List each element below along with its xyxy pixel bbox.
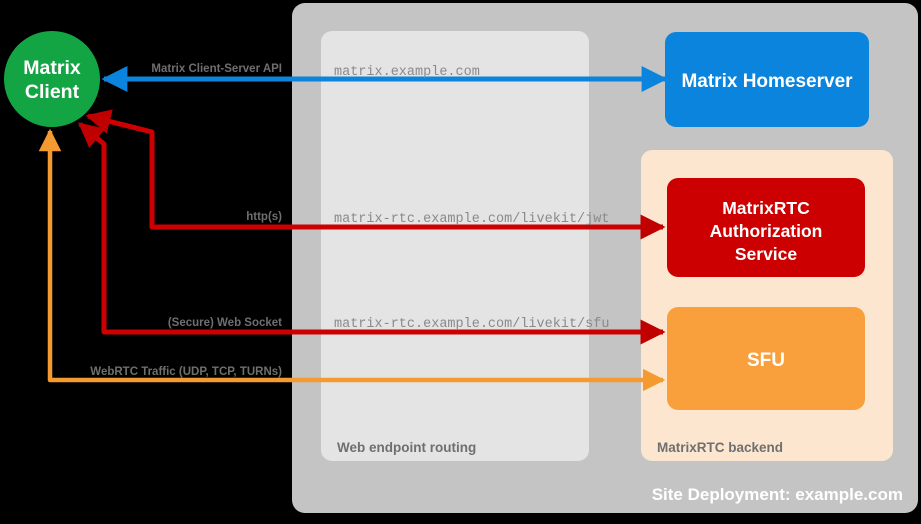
sfu-label: SFU — [747, 350, 785, 371]
node-matrixrtc-authorization-service[interactable] — [667, 178, 865, 277]
endpoint-livekit-sfu: matrix-rtc.example.com/livekit/sfu — [334, 317, 609, 332]
site-deployment-label: Site Deployment: example.com — [652, 485, 903, 504]
edge-label-http-jwt: http(s) — [246, 211, 282, 223]
node-sfu[interactable] — [667, 307, 865, 410]
matrix-homeserver-label: Matrix Homeserver — [681, 71, 853, 92]
zone-label-matrixrtc-backend: MatrixRTC backend — [657, 440, 783, 455]
edge-label-client-server-api: Matrix Client-Server API — [151, 63, 282, 75]
auth-service-label-line1: MatrixRTC — [722, 198, 810, 218]
endpoint-matrix-host: matrix.example.com — [334, 65, 480, 80]
node-matrix-client[interactable] — [4, 31, 100, 127]
edge-label-web-socket: (Secure) Web Socket — [168, 317, 282, 329]
node-matrix-homeserver[interactable] — [665, 32, 869, 127]
auth-service-label-line3: Service — [735, 244, 798, 264]
edge-webrtc-traffic — [38, 128, 666, 392]
edge-label-webrtc-traffic: WebRTC Traffic (UDP, TCP, TURNs) — [90, 366, 282, 378]
matrix-client-label-line2: Client — [25, 81, 80, 103]
auth-service-label-line2: Authorization — [710, 221, 823, 241]
endpoint-livekit-jwt: matrix-rtc.example.com/livekit/jwt — [334, 212, 609, 227]
zone-web-endpoint-routing — [321, 31, 589, 461]
zone-label-web-endpoint-routing: Web endpoint routing — [337, 440, 476, 455]
matrix-client-label-line1: Matrix — [23, 57, 81, 79]
